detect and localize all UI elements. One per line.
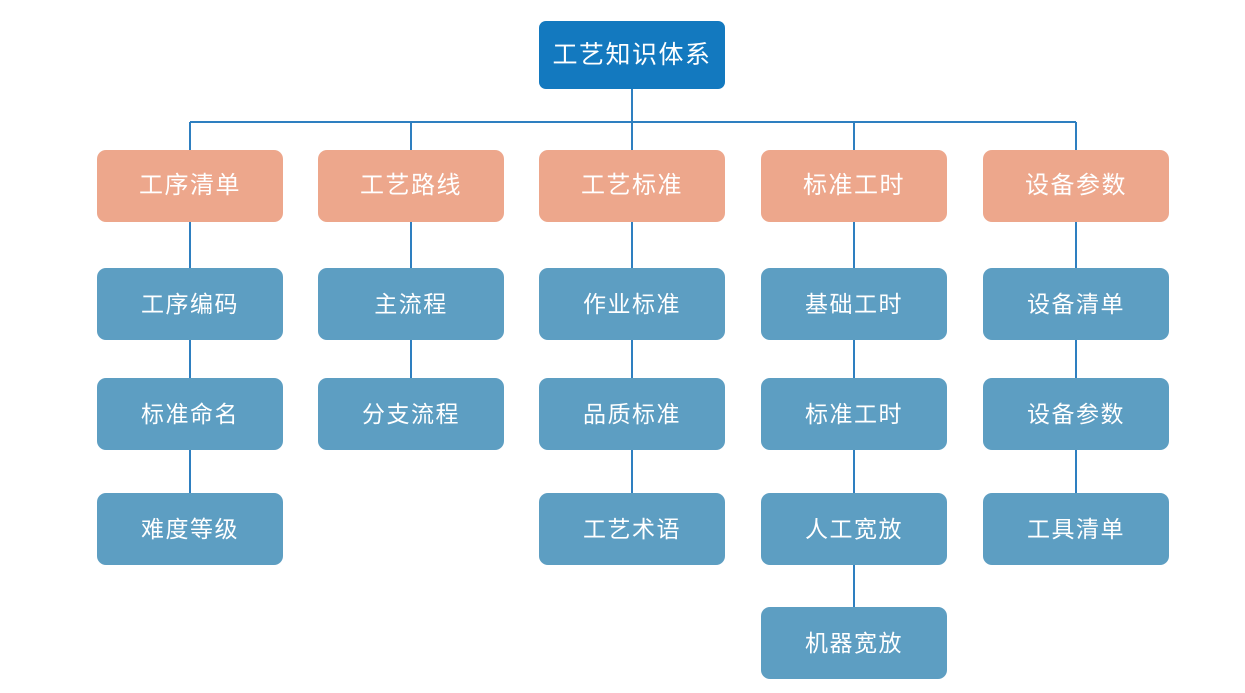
node-column-2-2[interactable]: 分支流程 bbox=[318, 378, 504, 450]
node-column-4-4[interactable]: 机器宽放 bbox=[761, 607, 947, 679]
node-label: 难度等级 bbox=[141, 515, 239, 542]
node-label: 工艺路线 bbox=[360, 172, 462, 199]
node-column-3-2[interactable]: 品质标准 bbox=[539, 378, 725, 450]
node-column-4-2[interactable]: 标准工时 bbox=[761, 378, 947, 450]
node-column-2-1[interactable]: 主流程 bbox=[318, 268, 504, 340]
node-label: 人工宽放 bbox=[805, 515, 903, 542]
node-label: 机器宽放 bbox=[805, 629, 903, 656]
node-root[interactable]: 工艺知识体系 bbox=[539, 21, 725, 89]
node-label: 工艺标准 bbox=[581, 172, 683, 199]
node-label: 主流程 bbox=[374, 290, 448, 317]
node-root-label: 工艺知识体系 bbox=[552, 40, 712, 69]
node-column-5-1[interactable]: 设备清单 bbox=[983, 268, 1169, 340]
node-label: 分支流程 bbox=[362, 400, 460, 427]
node-label: 基础工时 bbox=[805, 290, 903, 317]
node-label: 设备参数 bbox=[1025, 172, 1127, 199]
node-label: 标准命名 bbox=[141, 400, 239, 427]
node-column-1-0[interactable]: 工序清单 bbox=[97, 150, 283, 222]
node-column-3-3[interactable]: 工艺术语 bbox=[539, 493, 725, 565]
node-column-2-0[interactable]: 工艺路线 bbox=[318, 150, 504, 222]
node-label: 品质标准 bbox=[583, 400, 681, 427]
node-column-5-2[interactable]: 设备参数 bbox=[983, 378, 1169, 450]
node-column-5-0[interactable]: 设备参数 bbox=[983, 150, 1169, 222]
node-column-4-1[interactable]: 基础工时 bbox=[761, 268, 947, 340]
node-column-4-0[interactable]: 标准工时 bbox=[761, 150, 947, 222]
node-label: 标准工时 bbox=[803, 172, 905, 199]
node-label: 标准工时 bbox=[805, 400, 903, 427]
node-column-4-3[interactable]: 人工宽放 bbox=[761, 493, 947, 565]
node-column-1-3[interactable]: 难度等级 bbox=[97, 493, 283, 565]
node-label: 工艺术语 bbox=[583, 515, 681, 542]
node-column-5-3[interactable]: 工具清单 bbox=[983, 493, 1169, 565]
node-label: 工序清单 bbox=[139, 172, 241, 199]
node-column-3-0[interactable]: 工艺标准 bbox=[539, 150, 725, 222]
node-label: 工具清单 bbox=[1027, 515, 1125, 542]
node-label: 工序编码 bbox=[141, 290, 239, 317]
node-label: 设备参数 bbox=[1027, 400, 1125, 427]
node-column-1-1[interactable]: 工序编码 bbox=[97, 268, 283, 340]
node-column-1-2[interactable]: 标准命名 bbox=[97, 378, 283, 450]
node-column-3-1[interactable]: 作业标准 bbox=[539, 268, 725, 340]
node-label: 设备清单 bbox=[1027, 290, 1125, 317]
node-label: 作业标准 bbox=[583, 290, 681, 317]
